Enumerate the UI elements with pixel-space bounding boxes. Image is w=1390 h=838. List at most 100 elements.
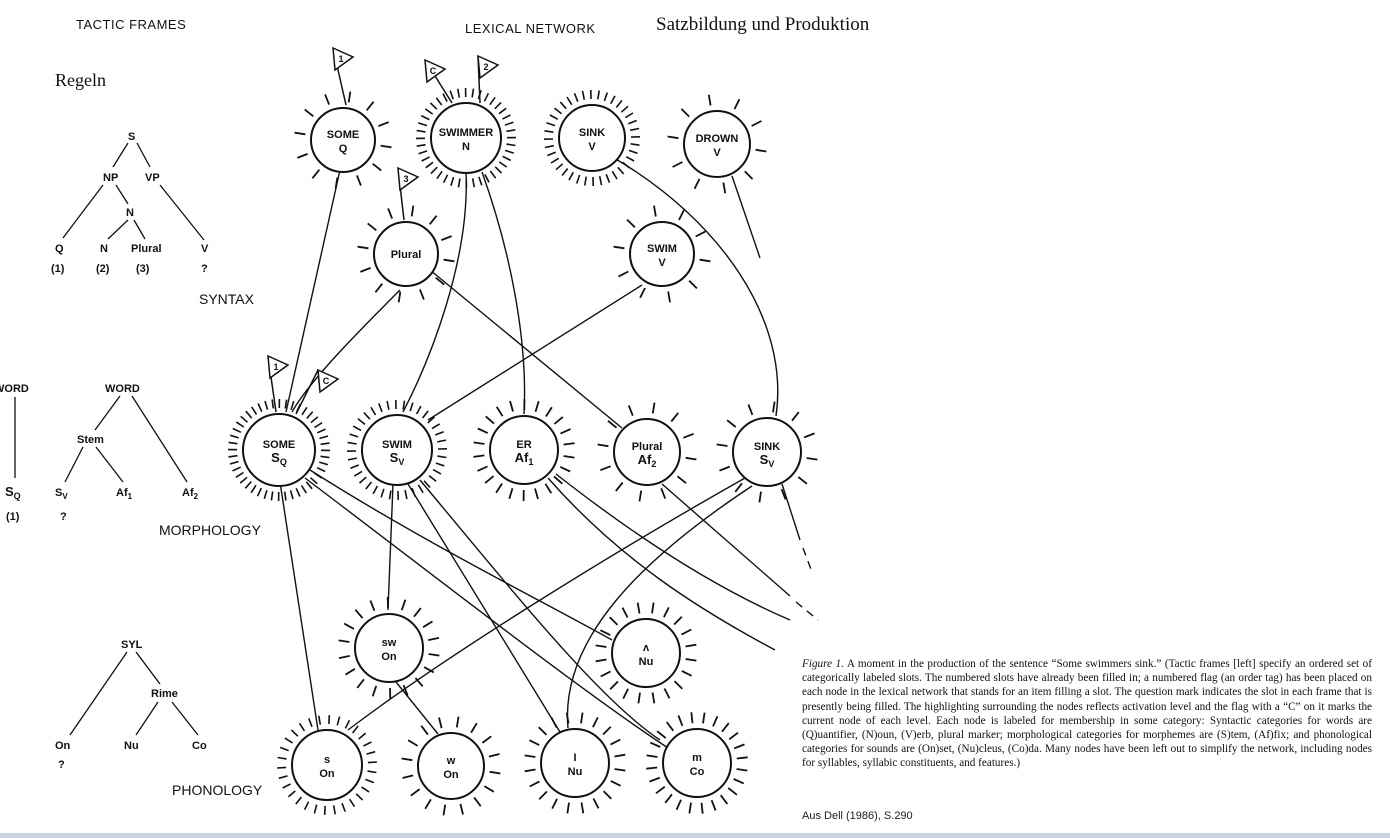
node-category-swim-v: V <box>658 257 666 269</box>
syntax-tree <box>62 142 205 241</box>
flag-label-2: C <box>430 66 437 76</box>
node-label-s-on: s <box>324 754 330 766</box>
node-label-plural-af2: Plural <box>632 441 663 453</box>
node-category-i-nu: Nu <box>568 766 583 778</box>
syntax-vp: VP <box>145 172 160 184</box>
node-category-sink-sv: SV <box>760 452 775 469</box>
syntax-np: NP <box>103 172 118 184</box>
lexical-network-header: LEXICAL NETWORK <box>465 21 596 36</box>
figure-caption-text: A moment in the production of the senten… <box>802 658 1372 770</box>
flag-label-1: 1 <box>338 54 343 64</box>
node-drown-v <box>667 94 767 194</box>
syntax-n: N <box>100 243 108 255</box>
syntax-n-mid: N <box>126 207 134 219</box>
node-swimmer-n <box>415 87 517 189</box>
flag-label-5: 1 <box>273 362 278 372</box>
node-category-m-co: Co <box>690 766 705 778</box>
node-sink-v <box>543 89 641 187</box>
morph-af1: Af1 <box>116 487 133 501</box>
node-some-sq <box>227 398 331 502</box>
figure-label: Figure 1. <box>802 658 844 670</box>
node-category-drown-v: V <box>713 147 721 159</box>
phon-on: On <box>55 740 71 752</box>
node-category-plural-af2: Af2 <box>638 452 657 469</box>
node-label-m-co: m <box>692 752 702 764</box>
morph-af2: Af2 <box>182 487 199 501</box>
flag-4 <box>397 166 420 221</box>
node-category-w-on: On <box>443 769 459 781</box>
node-label-swimmer-n: SWIMMER <box>439 127 493 139</box>
syntax-plural: Plural <box>131 243 162 255</box>
node-label-er-af1: ER <box>516 439 531 451</box>
morph-word: WORD <box>105 383 140 395</box>
node-plural-af2 <box>597 402 697 502</box>
node-er-af1 <box>473 398 575 502</box>
morph-word-left: WORD <box>0 383 29 395</box>
node-m-co <box>646 712 748 814</box>
syntax-slot-3: (3) <box>136 263 150 275</box>
node-label-sw-on: sw <box>382 637 397 649</box>
node-category-er-af1: Af1 <box>515 450 534 467</box>
network-nodes <box>227 87 818 816</box>
node-category-some-sq: SQ <box>271 450 287 467</box>
node-lambda-nu <box>595 602 697 704</box>
node-label-swim-v: SWIM <box>647 243 677 255</box>
node-category-swimmer-n: N <box>462 141 470 153</box>
syntax-slot-2: (2) <box>96 263 110 275</box>
node-category-sw-on: On <box>381 651 397 663</box>
node-label-i-nu: I <box>573 752 576 764</box>
network-connections <box>279 157 819 749</box>
flag-label-3: 2 <box>483 62 488 72</box>
node-i-nu <box>524 712 626 814</box>
flag-2 <box>424 58 453 104</box>
figure-caption: Figure 1. A moment in the production of … <box>802 657 1372 771</box>
morph-sq: SQ <box>5 484 21 501</box>
phon-rime: Rime <box>151 688 178 700</box>
syntax-v: V <box>201 243 209 255</box>
node-s-on <box>277 715 377 815</box>
morph-sv: SV <box>55 487 68 501</box>
node-swim-sv <box>346 399 448 501</box>
morphology-tree <box>14 395 188 483</box>
syntax-slot-q: ? <box>201 263 208 275</box>
syntax-slot-1: (1) <box>51 263 65 275</box>
node-label-sink-sv: SINK <box>754 441 780 453</box>
phon-syl: SYL <box>121 639 143 651</box>
morph-slot-q: ? <box>60 511 67 523</box>
node-label-some-q: SOME <box>327 129 359 141</box>
node-plural <box>357 205 455 303</box>
node-label-some-sq: SOME <box>263 439 295 451</box>
node-label-drown-v: DROWN <box>696 133 739 145</box>
node-label-sink-v: SINK <box>579 127 605 139</box>
bottom-border <box>0 833 1390 838</box>
node-category-some-q: Q <box>339 143 348 155</box>
node-label-swim-sv: SWIM <box>382 439 412 451</box>
phon-co: Co <box>192 740 207 752</box>
morph-slot-1: (1) <box>6 511 20 523</box>
syntax-s: S <box>128 131 135 143</box>
tactic-frames-header: TACTIC FRAMES <box>76 17 187 32</box>
morphology-label: MORPHOLOGY <box>159 522 261 538</box>
flag-label-4: 3 <box>403 174 408 184</box>
node-category-sink-v: V <box>588 141 596 153</box>
flag-label-6: C <box>323 376 330 386</box>
node-sink-sv <box>716 401 818 503</box>
rules-label: Regeln <box>55 70 106 90</box>
node-category-s-on: On <box>319 768 335 780</box>
syntax-label: SYNTAX <box>199 291 254 307</box>
phon-nu: Nu <box>124 740 139 752</box>
phon-slot-q: ? <box>58 759 65 771</box>
source-citation: Aus Dell (1986), S.290 <box>802 810 913 822</box>
flag-6 <box>295 368 340 415</box>
node-label-lambda-nu: ʌ <box>643 642 650 654</box>
flag-1 <box>332 46 355 106</box>
node-label-w-on: w <box>446 755 456 767</box>
syntax-q: Q <box>55 243 64 255</box>
node-some-q <box>294 91 392 189</box>
node-label-plural: Plural <box>391 249 422 261</box>
node-w-on <box>401 716 501 816</box>
phonology-tree <box>69 651 199 736</box>
phonology-label: PHONOLOGY <box>172 782 263 798</box>
node-swim-v <box>613 205 711 303</box>
